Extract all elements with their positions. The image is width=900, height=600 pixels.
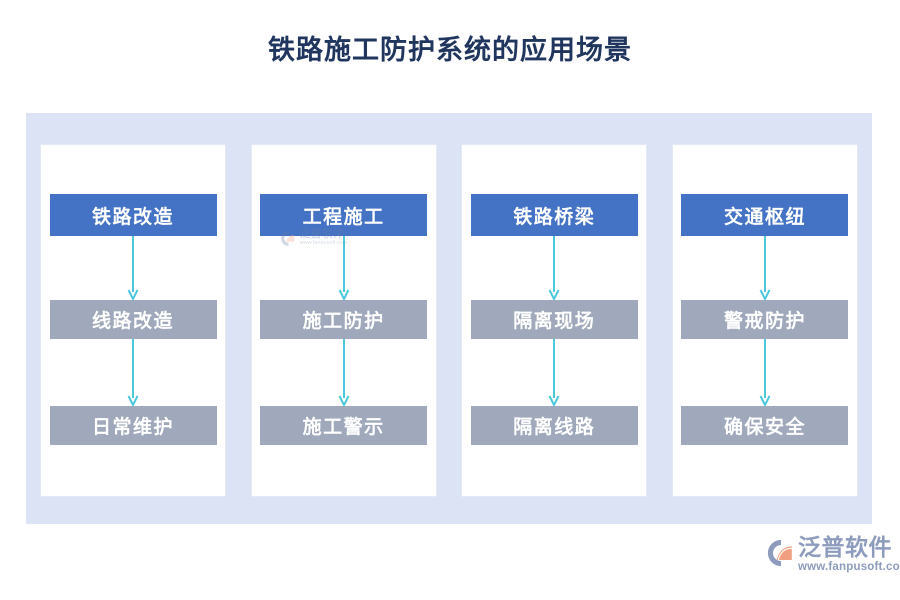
flow-arrow-down-icon	[547, 236, 561, 300]
flow-node-secondary[interactable]: 日常维护	[49, 406, 217, 445]
fanpu-logo-icon	[766, 538, 796, 568]
flow-arrow-down-icon	[337, 236, 351, 300]
page-title: 铁路施工防护系统的应用场景	[268, 35, 632, 65]
flow-column-engineering-construction: 工程施工 泛普软件 www.fanpusoft.com 施工防护	[250, 144, 437, 497]
flow-node-secondary[interactable]: 隔离现场	[470, 300, 638, 339]
flow-node-secondary[interactable]: 施工警示	[260, 406, 428, 445]
flow-column-railway-bridge: 铁路桥梁 隔离现场 隔离线路	[461, 144, 648, 497]
brand-url: www.fanpusoft.com	[798, 561, 900, 573]
flow-node-secondary[interactable]: 警戒防护	[681, 300, 849, 339]
flow-node-secondary[interactable]: 线路改造	[49, 300, 217, 339]
flow-node-primary[interactable]: 铁路桥梁	[470, 194, 638, 236]
flow-arrow-down-icon	[758, 339, 772, 406]
flow-node-primary[interactable]: 交通枢纽	[681, 194, 849, 236]
flow-node-primary[interactable]: 铁路改造	[49, 194, 217, 236]
flow-node-secondary[interactable]: 确保安全	[681, 406, 849, 445]
brand-logo: 泛普软件 www.fanpusoft.com	[766, 536, 900, 582]
flow-node-primary[interactable]: 工程施工	[260, 194, 428, 236]
flow-column-transport-hub: 交通枢纽 警戒防护 确保安全	[671, 144, 858, 497]
flow-node-secondary[interactable]: 隔离线路	[470, 406, 638, 445]
flow-arrow-down-icon	[126, 236, 140, 300]
brand-name: 泛普软件	[798, 534, 892, 560]
flow-arrow-down-icon	[337, 339, 351, 406]
flow-column-railway-renovation: 铁路改造 线路改造 日常维护	[40, 144, 226, 497]
flow-arrow-down-icon	[126, 339, 140, 406]
flowchart-columns: 铁路改造 线路改造 日常维护 工程施工	[40, 144, 858, 497]
flow-node-secondary[interactable]: 施工防护	[260, 300, 428, 339]
flow-arrow-down-icon	[758, 236, 772, 300]
flow-arrow-down-icon	[547, 339, 561, 406]
